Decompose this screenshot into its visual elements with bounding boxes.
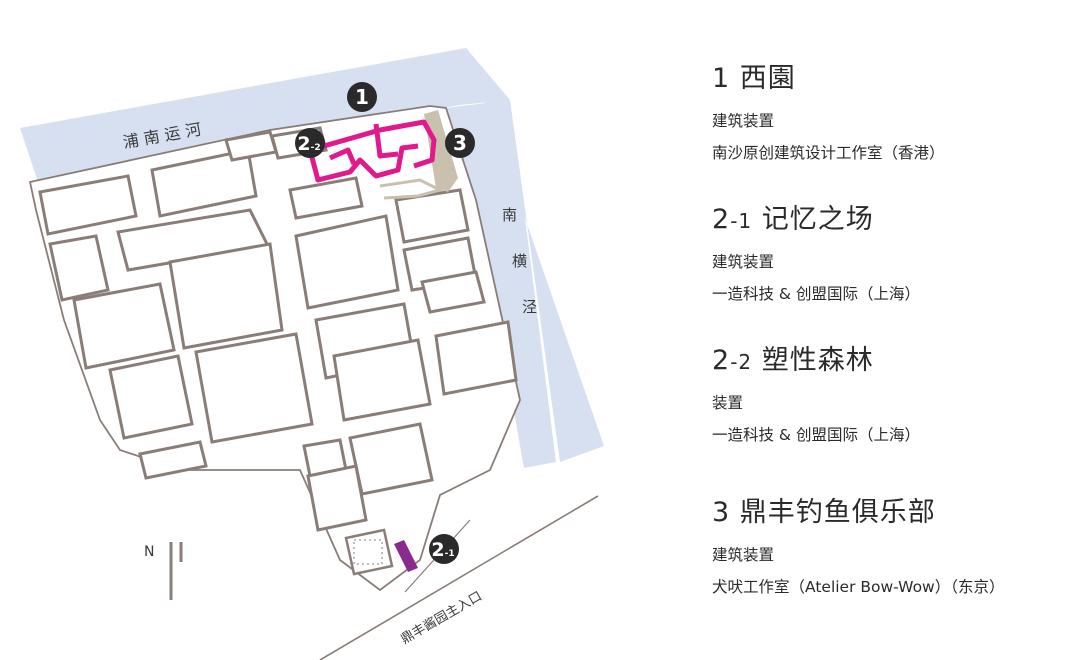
legend-entry-1-name: 西園 [739,63,796,94]
legend-entry-3-name: 鼎丰钓鱼俱乐部 [739,497,936,528]
legend-entry-3-number: 3 [712,497,731,528]
canal-water [20,48,510,182]
installation-1-xiyuan [307,119,437,183]
legend-entry-2-2-name: 塑性森林 [761,345,874,376]
creek-water [466,48,604,462]
north-label: N [144,544,154,560]
legend-entry-2-1-name: 记忆之场 [761,204,874,235]
legend-entry-3: 3 鼎丰钓鱼俱乐部 建筑装置 犬吠工作室（Atelier Bow-Wow）（东京… [712,490,1072,597]
legend-entry-2-2-type: 装置 [712,394,744,412]
marker-2-1[interactable]: 2-1 [429,534,459,564]
entrance-road [319,495,599,660]
legend-entry-2-2: 2-2 塑性森林 装置 一造科技 & 创盟国际（上海） [712,338,1072,445]
legend-entry-2-1-number: 2 [712,204,731,235]
legend-entry-1-title: 1 西園 [712,56,1072,95]
site-map: 1 2-2 3 2-1 浦 南 运 河 南 横 泾 鼎丰酱园主入口 N [20,48,604,660]
legend-entry-2-1-suffix: -1 [730,209,753,233]
legend-entry-2-1: 2-1 记忆之场 建筑装置 一造科技 & 创盟国际（上海） [712,197,1072,304]
buildings [38,126,518,532]
creek-label-3: 泾 [522,298,537,316]
marker-1-label: 1 [355,85,369,109]
legend-entry-2-1-designer: 一造科技 & 创盟国际（上海） [712,285,920,303]
legend-entry-1: 1 西園 建筑装置 南沙原创建筑设计工作室（香港） [712,56,1072,163]
marker-2-1-label: 2-1 [431,539,454,561]
creek-label-1: 南 [502,206,517,224]
legend-entry-2-1-type: 建筑装置 [712,253,775,271]
entrance-building [344,528,394,576]
installation-2-1 [394,540,418,572]
club-outline [379,178,445,200]
creek-label-2: 横 [512,252,527,270]
marker-3[interactable]: 3 [445,128,475,158]
club-area [424,110,458,192]
legend-entry-3-title: 3 鼎丰钓鱼俱乐部 [712,490,1072,529]
legend-entry-1-number: 1 [712,63,731,94]
legend-entry-3-designer: 犬吠工作室（Atelier Bow-Wow）（东京） [712,578,1005,596]
marker-2-2-label: 2-2 [297,133,320,155]
marker-3-label: 3 [453,131,467,155]
entrance-label: 鼎丰酱园主入口 [399,589,485,647]
legend-entry-1-designer: 南沙原创建筑设计工作室（香港） [712,144,945,162]
legend-entry-1-type: 建筑装置 [712,112,775,130]
legend-entry-3-type: 建筑装置 [712,546,775,564]
legend-entry-2-1-title: 2-1 记忆之场 [712,197,1072,236]
legend-entry-2-2-title: 2-2 塑性森林 [712,338,1072,377]
marker-2-2[interactable]: 2-2 [295,128,325,158]
legend-entry-2-2-suffix: -2 [730,350,753,374]
north-arrow-icon: N [144,542,183,600]
marker-1[interactable]: 1 [347,82,377,112]
legend-entry-2-2-number: 2 [712,345,731,376]
legend-entry-2-2-designer: 一造科技 & 创盟国际（上海） [712,426,920,444]
